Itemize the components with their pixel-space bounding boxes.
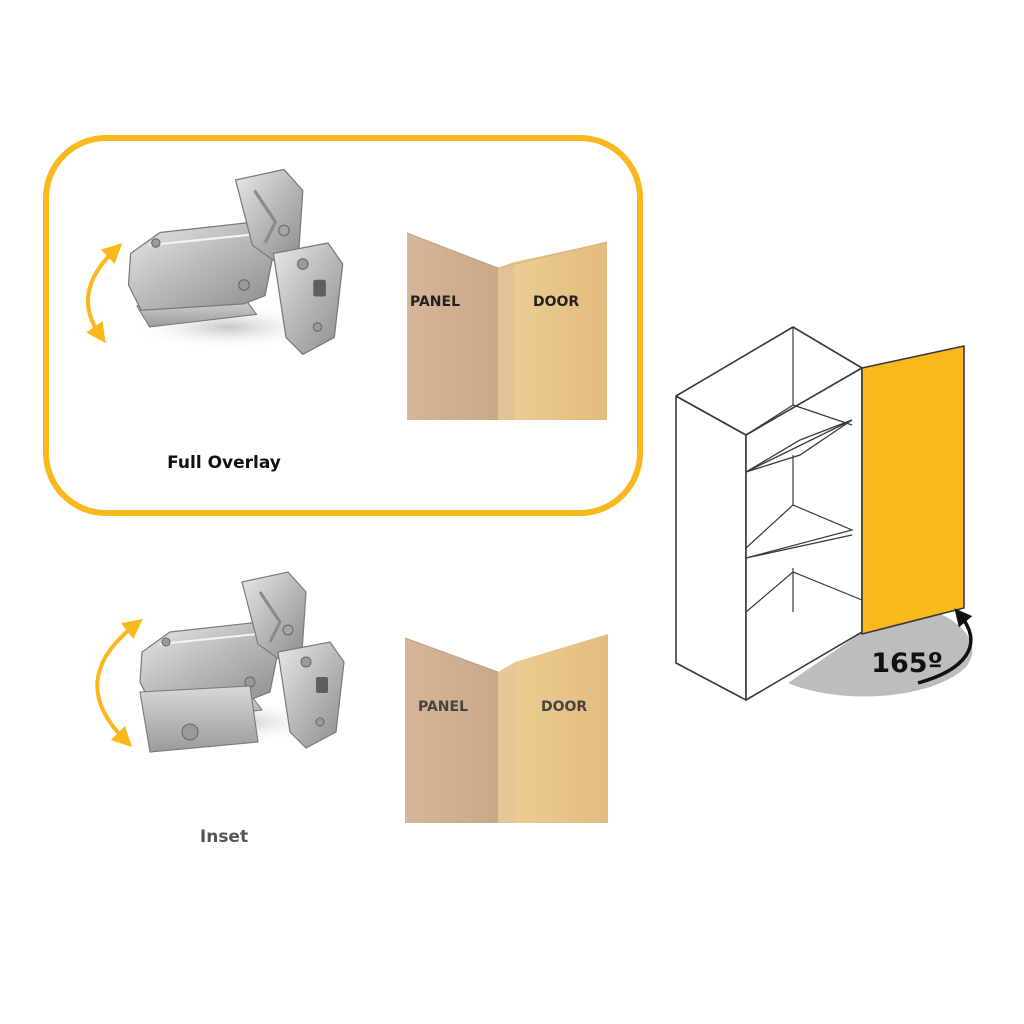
opening-angle: 165º	[871, 648, 943, 679]
angle-arrow-icon	[917, 608, 973, 685]
hinge-image	[126, 167, 345, 356]
panel-door-sample: PANEL DOOR	[404, 634, 608, 823]
option-title: Inset	[200, 827, 248, 847]
door-label: DOOR	[533, 294, 579, 310]
selection-frame	[43, 135, 643, 516]
option-inset[interactable]: PANEL DOOR Inset	[95, 570, 608, 847]
panel-label: PANEL	[418, 699, 468, 715]
swing-arc	[788, 614, 973, 697]
cabinet-door	[861, 345, 965, 635]
door-label: DOOR	[541, 699, 587, 715]
curved-double-arrow-icon	[95, 618, 143, 748]
cabinet-open-door-icon: 165º	[675, 326, 973, 701]
panel-label: PANEL	[410, 294, 460, 310]
option-title: Full Overlay	[167, 453, 281, 473]
hinge-image	[138, 570, 346, 753]
panel-door-sample: PANEL DOOR	[406, 232, 608, 420]
option-full-overlay[interactable]: PANEL DOOR Full Overlay	[43, 135, 643, 516]
curved-double-arrow-icon	[86, 243, 123, 344]
